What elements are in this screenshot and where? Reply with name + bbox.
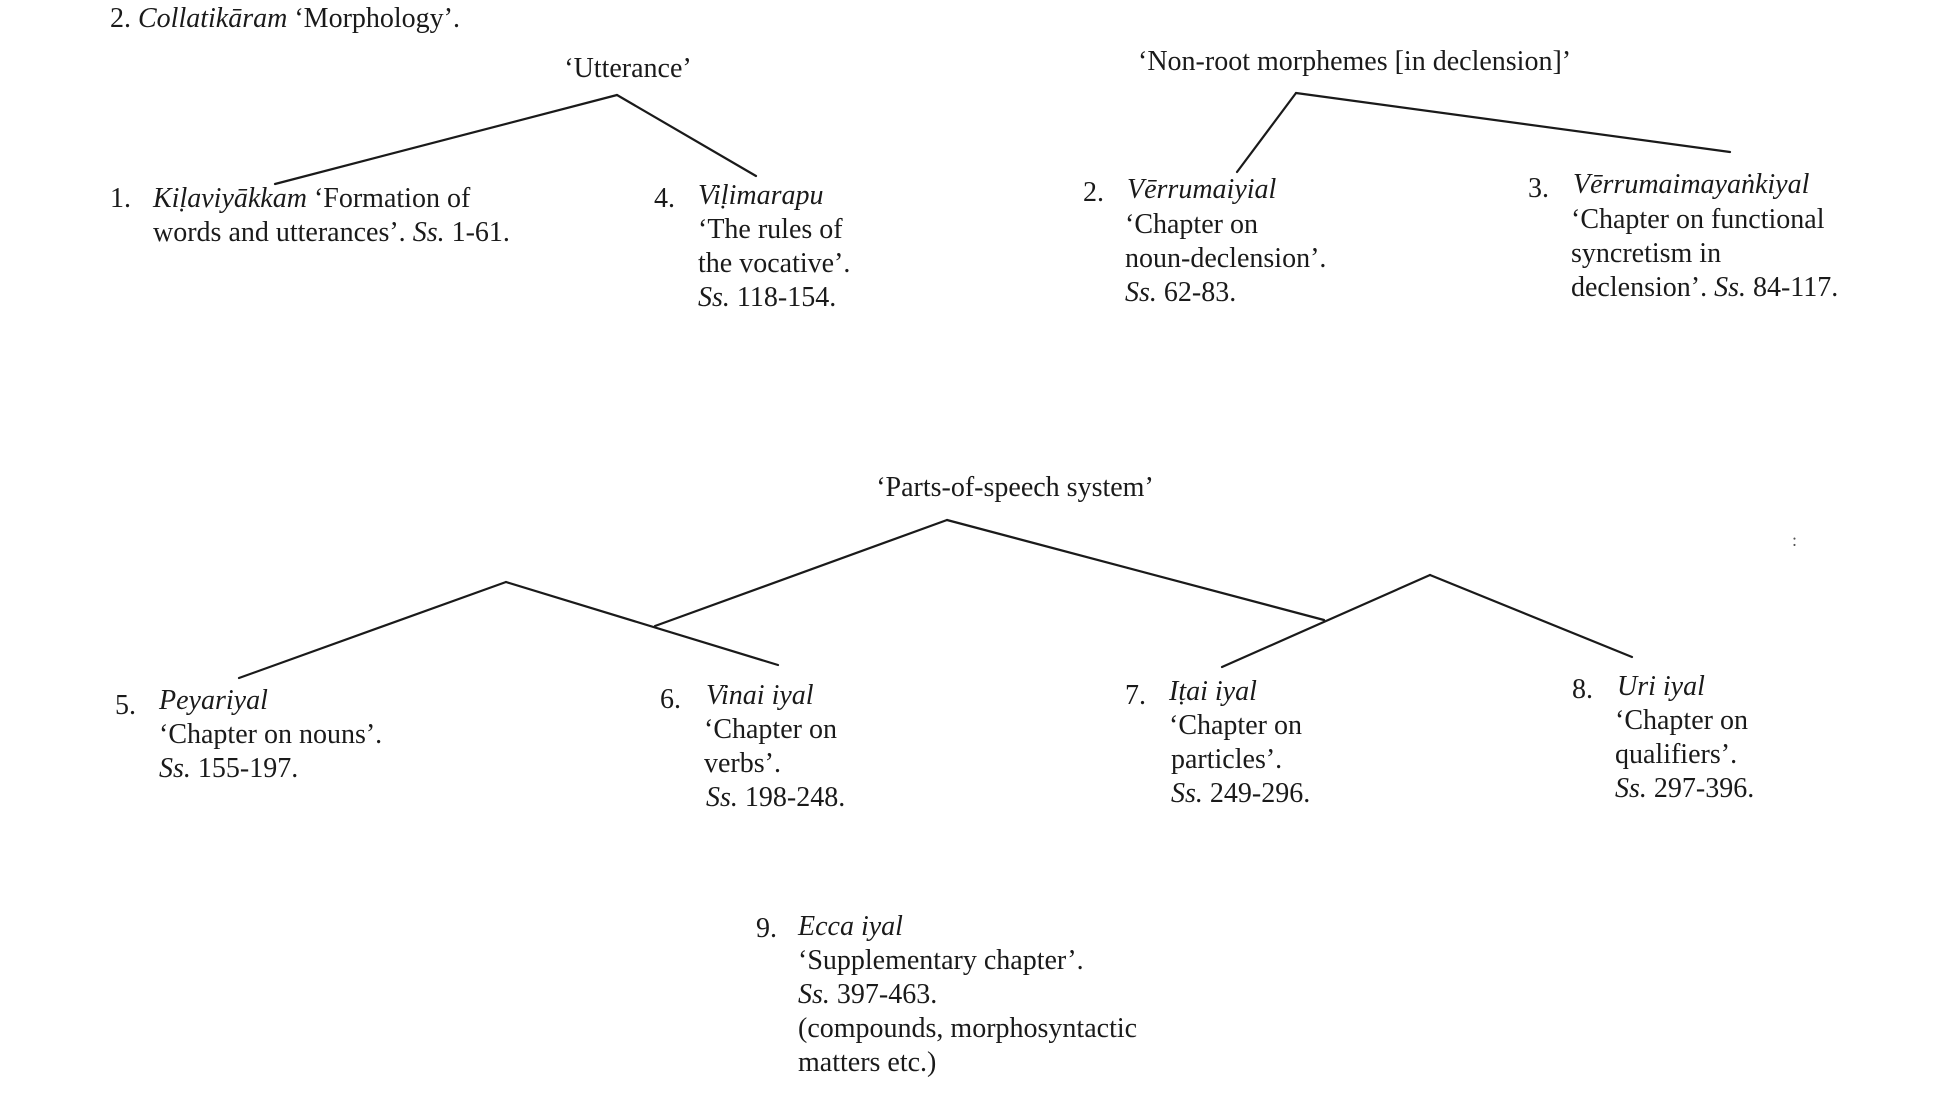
chapter-ss-prefix: Ss.	[412, 217, 445, 248]
chapter-ss: Ss. 155-197.	[159, 752, 298, 786]
chapter-line: ‘Chapter on	[1615, 705, 1748, 736]
chapter-number: 4.	[654, 183, 675, 214]
edge-pos-to-right-junction	[945, 518, 1326, 622]
chapter-note: (compounds, morphosyntactic	[798, 1013, 1138, 1044]
chapter-ss-range: 198-248.	[744, 782, 846, 813]
chapter-ss-range: 297-396.	[1653, 773, 1755, 804]
chapter-name: Iṭai iyal	[1169, 676, 1257, 707]
chapter-number: 2.	[1083, 177, 1104, 208]
chapter-line: ‘Chapter on	[1125, 209, 1258, 240]
group-label-non-root: ‘Non-root morphemes [in declension]’	[1138, 46, 1572, 77]
chapter-ss-prefix: Ss.	[1615, 773, 1647, 804]
chapter-number: 6.	[660, 684, 681, 715]
edge-nonroot-to-ch2	[1235, 91, 1298, 174]
heading-gloss: ‘Morphology’.	[294, 3, 460, 34]
chapter-line: ‘Chapter on functional	[1571, 204, 1825, 235]
edge-utterance-to-ch1	[273, 93, 619, 186]
chapter-ss: Ss. 118-154.	[698, 281, 836, 315]
chapter-ss-range: 249-296.	[1209, 778, 1311, 809]
chapter-name: Vinai iyal	[706, 680, 814, 711]
chapter-ss-range: 397-463.	[836, 979, 938, 1010]
chapter-line: ‘Chapter on nouns’.	[159, 719, 383, 750]
chapter-line: the vocative’.	[698, 248, 851, 279]
chapter-name: Vērrumaimayaṅkiyal	[1573, 169, 1810, 200]
chapter-ss: Ss. 62-83.	[1125, 276, 1236, 310]
group-label-utterance: ‘Utterance’	[564, 53, 692, 84]
chapter-name: Kiḷaviyākkam	[153, 183, 307, 214]
heading-number: 2.	[110, 3, 131, 34]
chapter-number: 5.	[115, 690, 136, 721]
chapter-ss-prefix: Ss.	[698, 282, 730, 313]
chapter-title-line: Kiḷaviyākkam ‘Formation of	[153, 182, 470, 216]
chapter-ss-prefix: Ss.	[1714, 272, 1746, 303]
chapter-line-last: declension’. Ss. 84-117.	[1571, 271, 1838, 305]
chapter-ss-range: 62-83.	[1163, 277, 1237, 308]
heading-title: Collatikāram	[138, 3, 288, 34]
chapter-line: ‘Supplementary chapter’.	[798, 945, 1084, 976]
chapter-number: 7.	[1125, 680, 1146, 711]
chapter-ss-range: 84-117.	[1752, 272, 1839, 303]
chapter-note: matters etc.)	[798, 1047, 937, 1078]
edge-nonroot-to-ch3	[1294, 91, 1732, 154]
chapter-number: 1.	[110, 183, 131, 214]
edge-nv-to-ch5	[237, 580, 508, 680]
chapter-line: qualifiers’.	[1615, 739, 1738, 770]
chapter-ss-range: 118-154.	[736, 282, 837, 313]
chapter-ss-prefix: Ss.	[159, 753, 191, 784]
chapter-name: Peyariyal	[159, 685, 268, 716]
chapter-ss: Ss. 297-396.	[1615, 772, 1754, 806]
chapter-name: Uri iyal	[1617, 671, 1705, 702]
chapter-line-text: declension’.	[1571, 272, 1708, 303]
chapter-ss: Ss. 198-248.	[706, 781, 845, 815]
group-label-parts-of-speech: ‘Parts-of-speech system’	[876, 472, 1154, 503]
chapter-name: Vērrumaiyial	[1127, 174, 1277, 205]
chapter-ss-prefix: Ss.	[1125, 277, 1157, 308]
chapter-ss-prefix: Ss.	[1171, 778, 1203, 809]
stray-mark: :	[1792, 530, 1798, 550]
edge-pq-to-ch7	[1220, 573, 1432, 669]
section-heading: 2. Collatikāram ‘Morphology’.	[110, 2, 460, 36]
chapter-line-last: words and utterances’. Ss. 1-61.	[153, 216, 510, 250]
chapter-line: noun-declension’.	[1125, 243, 1327, 274]
chapter-ss: Ss. 249-296.	[1171, 777, 1310, 811]
chapter-line: ‘Chapter on	[1169, 710, 1302, 741]
chapter-line: ‘The rules of	[698, 214, 843, 245]
chapter-line: ‘Chapter on	[704, 714, 837, 745]
chapter-ss: Ss. 397-463.	[798, 978, 937, 1012]
chapter-ss-prefix: Ss.	[706, 782, 738, 813]
chapter-number: 8.	[1572, 674, 1593, 705]
chapter-number: 3.	[1528, 173, 1549, 204]
edge-pos-to-left-junction	[653, 518, 949, 628]
chapter-line: syncretism in	[1571, 238, 1722, 269]
chapter-line-text: words and utterances’.	[153, 217, 406, 248]
edge-nv-to-ch6	[504, 580, 780, 667]
chapter-ss-range: 1-61.	[451, 217, 510, 248]
chapter-ss-prefix: Ss.	[798, 979, 830, 1010]
chapter-line: particles’.	[1171, 744, 1283, 775]
edge-utterance-to-ch4	[615, 93, 758, 178]
chapter-name: Viḷimarapu	[698, 180, 824, 211]
chapter-ss-range: 155-197.	[197, 753, 299, 784]
edge-pq-to-ch8	[1428, 573, 1634, 659]
chapter-number: 9.	[756, 913, 777, 944]
chapter-line: verbs’.	[704, 748, 781, 779]
chapter-gloss: ‘Formation of	[313, 183, 471, 214]
chapter-name: Ecca iyal	[798, 911, 903, 942]
